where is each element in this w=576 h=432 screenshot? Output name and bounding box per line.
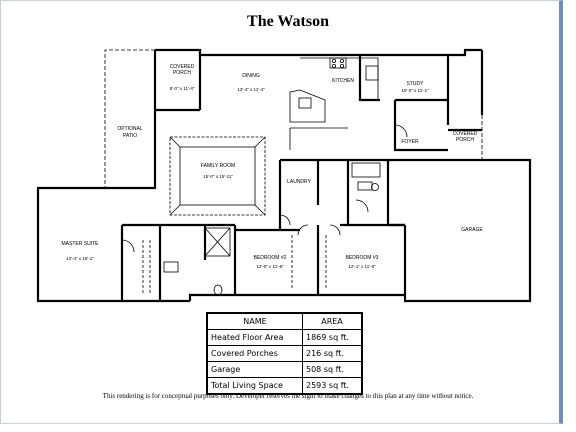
label-bedroom-2: BEDROOM #2 [254, 255, 287, 261]
vanity [357, 181, 373, 191]
label-garage: GARAGE [461, 227, 483, 233]
range [329, 57, 347, 69]
kitchen-island [289, 89, 326, 123]
label-optional-patio-line2: PATIO [123, 133, 137, 139]
area-row-name: Heated Floor Area [206, 329, 303, 346]
area-row-name: Total Living Space [206, 377, 303, 395]
dims-covered-porch: 8'-0" x 11'-4" [170, 86, 195, 91]
sink [298, 97, 312, 109]
area-table: NAME AREA Heated Floor Area 1869 sq ft. … [206, 312, 363, 395]
label-covered-porch-line2: PORCH [173, 70, 191, 76]
label-covered-porch2-line2: PORCH [456, 137, 474, 143]
label-laundry: LAUNDRY [287, 179, 311, 185]
label-kitchen: KITCHEN [332, 78, 354, 84]
master-tub [163, 261, 179, 273]
label-optional-patio-line1: OPTIONAL [117, 126, 143, 132]
family-room-ceiling-outer [169, 136, 266, 216]
dims-dining: 13'-4" x 11'-4" [237, 87, 265, 92]
label-covered-porch2-line1: COVERED [453, 131, 478, 137]
label-family-room: FAMILY ROOM [201, 163, 235, 169]
disclaimer-text: This rendering is for conceptual purpose… [102, 392, 474, 400]
area-table-header-name: NAME [206, 312, 303, 330]
area-row-value: 508 sq ft. [302, 361, 363, 378]
tub [351, 162, 381, 178]
wall-study [358, 55, 380, 102]
area-row-value: 216 sq ft. [302, 345, 363, 362]
shower [204, 227, 231, 257]
label-master-suite: MASTER SUITE [62, 241, 100, 247]
plan-title: The Watson [247, 13, 329, 30]
dims-family-room: 15'-0" x 15'-11" [203, 174, 233, 179]
area-row-value: 1869 sq ft. [302, 329, 363, 346]
dims-master-suite: 13'-4" x 16'-1" [66, 256, 94, 261]
label-dining: DINING [242, 73, 260, 79]
dims-study: 10'-0" x 11'-1" [401, 88, 429, 93]
table-row: Heated Floor Area 1869 sq ft. [206, 329, 363, 346]
optional-patio-outline [104, 49, 155, 188]
table-row: Garage 508 sq ft. [206, 361, 363, 378]
label-study: STUDY [407, 81, 425, 87]
wall-west-upper [36, 50, 190, 303]
dims-bedroom-3: 12'-1" x 11'-8" [348, 264, 376, 269]
area-row-value: 2593 sq ft. [302, 377, 363, 395]
family-room-ceiling-inner [179, 146, 256, 206]
area-table-header-area: AREA [302, 312, 363, 330]
wall-foyer [393, 100, 448, 152]
label-bedroom-3: BEDROOM #3 [346, 255, 379, 261]
area-row-name: Covered Porches [206, 345, 303, 362]
wall-north [155, 48, 482, 57]
table-row: Total Living Space 2593 sq ft. [206, 377, 363, 395]
fridge [365, 65, 379, 81]
table-row: Covered Porches 216 sq ft. [206, 345, 363, 362]
kitchen-counter [300, 57, 379, 100]
toilet [213, 284, 223, 296]
area-row-name: Garage [206, 361, 303, 378]
dims-bedroom-2: 12'-0" x 11'-8" [256, 264, 284, 269]
label-covered-porch-line1: COVERED [170, 64, 195, 70]
wall-hall-top [280, 158, 390, 225]
label-foyer: FOYER [401, 139, 419, 145]
